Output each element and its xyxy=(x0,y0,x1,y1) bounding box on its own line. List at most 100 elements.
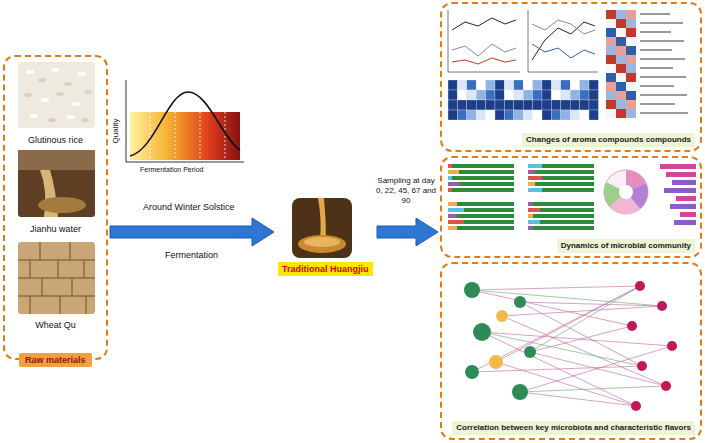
heatmap-cell xyxy=(616,10,626,19)
heatmap-cell xyxy=(514,110,523,120)
bar-segment xyxy=(540,208,594,212)
heatmap-cell xyxy=(523,100,532,110)
bar-segment xyxy=(533,214,594,218)
heatmap-cell xyxy=(457,80,466,90)
heatmap-cell xyxy=(570,80,579,90)
heatmap-cell xyxy=(606,91,616,100)
heatmap-cell xyxy=(561,110,570,120)
axis-label: Quality xyxy=(111,111,121,151)
heatmap-cell xyxy=(589,100,598,110)
heatmap-cell xyxy=(616,73,626,82)
heatmap-cell xyxy=(626,46,636,55)
heatmap-cell xyxy=(514,90,523,100)
aroma-line-charts xyxy=(452,58,516,64)
bar-segment xyxy=(528,226,533,230)
bar-segment xyxy=(528,214,533,218)
microbe-radial-chart xyxy=(604,170,648,214)
heatmap-row-mark xyxy=(640,40,684,42)
aroma-line-charts xyxy=(528,10,598,72)
heatmap-cell xyxy=(616,109,626,118)
bar-segment xyxy=(464,220,514,224)
heatmap-cell xyxy=(476,80,485,90)
raw-materials-panel: Raw materialsGlutinous riceJianhu waterW… xyxy=(3,55,108,360)
aroma-line-charts xyxy=(448,10,520,72)
correlation-network xyxy=(514,296,526,308)
heatmap-cell xyxy=(626,91,636,100)
rice-photo xyxy=(38,78,46,82)
aroma-line-charts xyxy=(532,22,595,60)
bar-segment xyxy=(533,226,594,230)
microbe-lda-bars xyxy=(660,164,696,225)
heatmap-cell xyxy=(542,80,551,90)
microbe-lda-bars xyxy=(676,196,696,201)
rice-photo xyxy=(78,72,86,76)
heatmap-cell xyxy=(523,80,532,90)
heatmap-cell xyxy=(448,110,457,120)
heatmap-cell xyxy=(606,73,616,82)
heatmap-cell xyxy=(570,100,579,110)
heatmap-cell xyxy=(533,100,542,110)
product-label: Traditional Huangjiu xyxy=(278,262,373,276)
correlation-network xyxy=(465,365,479,379)
heatmap-row-mark xyxy=(640,76,686,78)
microbe-radial-chart xyxy=(604,170,648,214)
heatmap-cell xyxy=(523,110,532,120)
correlation-network xyxy=(464,281,677,411)
heatmap-cell xyxy=(606,19,616,28)
heatmap-cell xyxy=(486,110,495,120)
heatmap-cell xyxy=(626,28,636,37)
heatmap-cell xyxy=(580,90,589,100)
heatmap-row-mark xyxy=(640,13,670,15)
heatmap-cell xyxy=(448,80,457,90)
heatmap-cell xyxy=(589,90,598,100)
result-panel: Correlation between key microbiota and c… xyxy=(440,262,702,440)
heatmap-cell xyxy=(626,73,636,82)
rice-photo xyxy=(56,92,64,96)
quality-curve-chart xyxy=(130,92,240,156)
correlation-network xyxy=(631,401,641,411)
correlation-network xyxy=(472,286,672,406)
bar-segment xyxy=(542,164,594,168)
heatmap-cell xyxy=(626,19,636,28)
heatmap-row-mark xyxy=(640,112,688,114)
heatmap-cell xyxy=(457,110,466,120)
bar-segment xyxy=(448,208,464,212)
heatmap-cell xyxy=(561,90,570,100)
water-photo xyxy=(38,197,86,213)
correlation-network xyxy=(627,321,637,331)
heatmap-cell xyxy=(495,110,504,120)
huangjiu-photo xyxy=(292,198,352,258)
heatmap-cell xyxy=(495,80,504,90)
heatmap-cell xyxy=(486,80,495,90)
heatmap-cell xyxy=(606,28,616,37)
heatmap-cell xyxy=(551,110,560,120)
heatmap-cell xyxy=(467,90,476,100)
heatmap-row-mark xyxy=(640,103,675,105)
huangjiu-box: Traditional Huangjiu xyxy=(276,196,375,286)
heatmap-cell xyxy=(448,90,457,100)
correlation-network xyxy=(464,282,480,298)
heatmap-cell xyxy=(504,90,513,100)
bar-segment xyxy=(448,170,459,174)
heatmap-cell xyxy=(551,90,560,100)
result-panel: Dynamics of microbial community xyxy=(440,156,702,258)
bar-segment xyxy=(528,164,542,168)
bar-segment xyxy=(542,188,594,192)
heatmap-cell xyxy=(514,100,523,110)
bar-segment xyxy=(528,176,542,180)
heatmap-cell xyxy=(542,100,551,110)
bar-segment xyxy=(448,214,457,218)
panel-title: Correlation between key microbiota and c… xyxy=(452,421,695,435)
rice-photo xyxy=(26,70,34,74)
bar-segment xyxy=(528,220,540,224)
heatmap-cell xyxy=(467,100,476,110)
heatmap-cell xyxy=(616,19,626,28)
correlation-network xyxy=(657,301,667,311)
microbe-lda-bars xyxy=(674,220,696,225)
rice-photo xyxy=(48,118,56,122)
bar-segment xyxy=(452,176,514,180)
heatmap-cell xyxy=(523,90,532,100)
heatmap-row-mark xyxy=(640,49,672,51)
heatmap-cell xyxy=(551,80,560,90)
